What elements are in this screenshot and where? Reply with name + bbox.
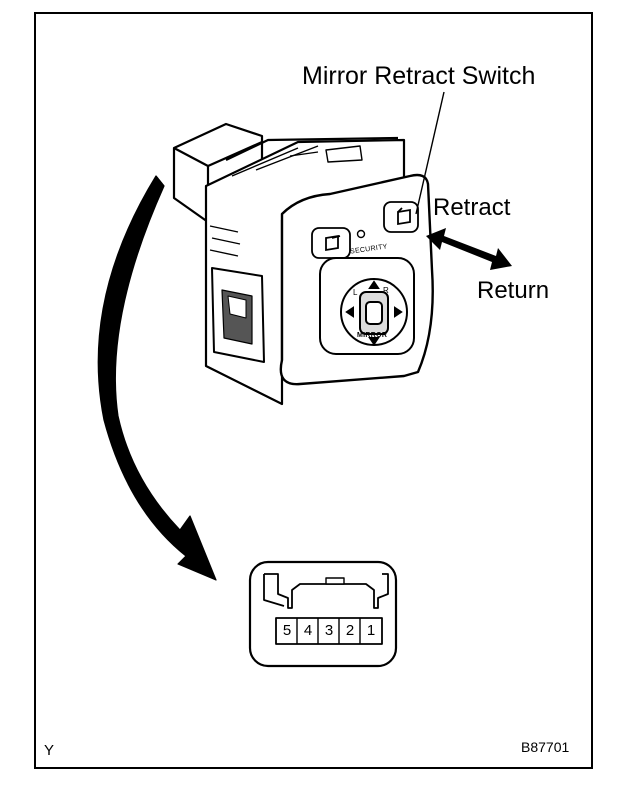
- mirror-label: MIRROR: [357, 332, 388, 339]
- connector-pin: 5: [282, 622, 292, 639]
- figure-frame: [34, 12, 593, 769]
- retract-return-arrow: [426, 228, 512, 270]
- connector-pin: 2: [345, 622, 355, 639]
- pointer-arrow: [97, 175, 217, 581]
- connector-pin: 3: [324, 622, 334, 639]
- return-label: Return: [477, 277, 550, 304]
- security-button: [311, 227, 351, 259]
- retract-label: Retract: [433, 194, 511, 221]
- security-indicator: [356, 229, 366, 239]
- connector-pin: 4: [303, 622, 313, 639]
- selector-right-label: R: [383, 286, 390, 295]
- connector-pin: 1: [366, 622, 376, 639]
- switch-body: [204, 136, 406, 406]
- mirror-adjust-pad: [319, 257, 415, 355]
- mirror-retract-button: [383, 201, 419, 233]
- corner-mark-left: Y: [44, 742, 55, 759]
- selector-left-label: L: [353, 288, 358, 297]
- connector-face: [248, 560, 398, 668]
- callout-title: Mirror Retract Switch: [302, 62, 536, 90]
- figure-number: B87701: [521, 739, 570, 755]
- callout-leader-line: [415, 91, 445, 215]
